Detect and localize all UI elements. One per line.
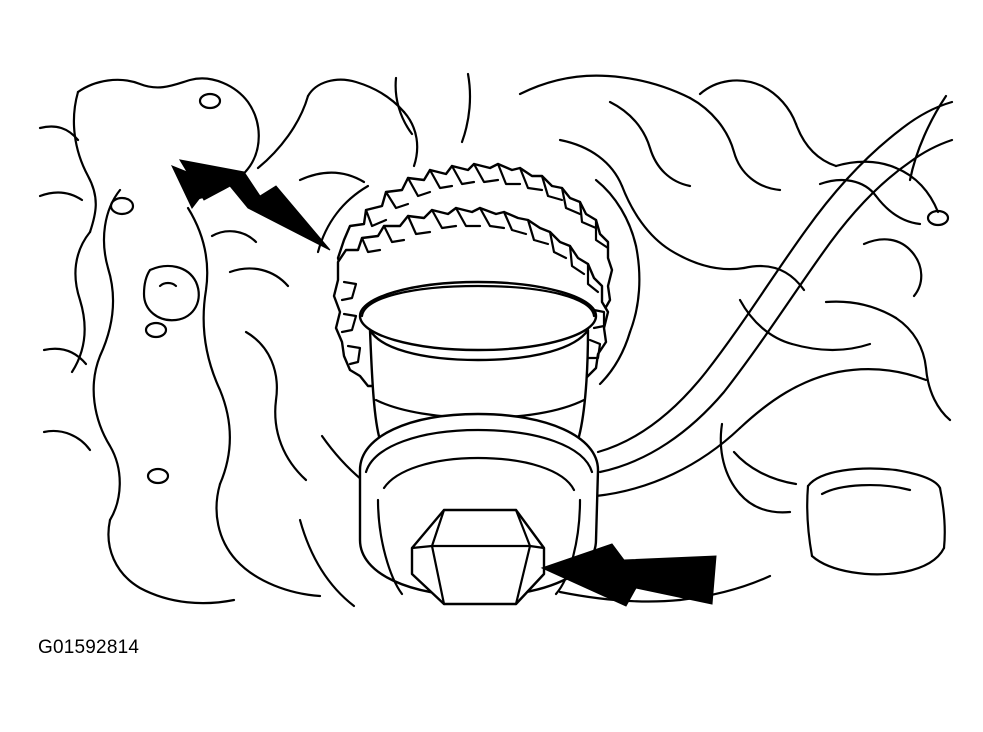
arrow-to-bolt-icon xyxy=(540,543,717,607)
callout-arrows xyxy=(170,159,717,607)
gear-bolt xyxy=(410,508,546,606)
gear-hub xyxy=(358,280,598,352)
gear-shaft xyxy=(368,328,590,442)
engine-housing xyxy=(38,72,954,608)
arrow-to-gear-icon xyxy=(178,159,331,251)
gear-assembly xyxy=(332,162,614,606)
figure-id-label: G01592814 xyxy=(38,637,140,658)
